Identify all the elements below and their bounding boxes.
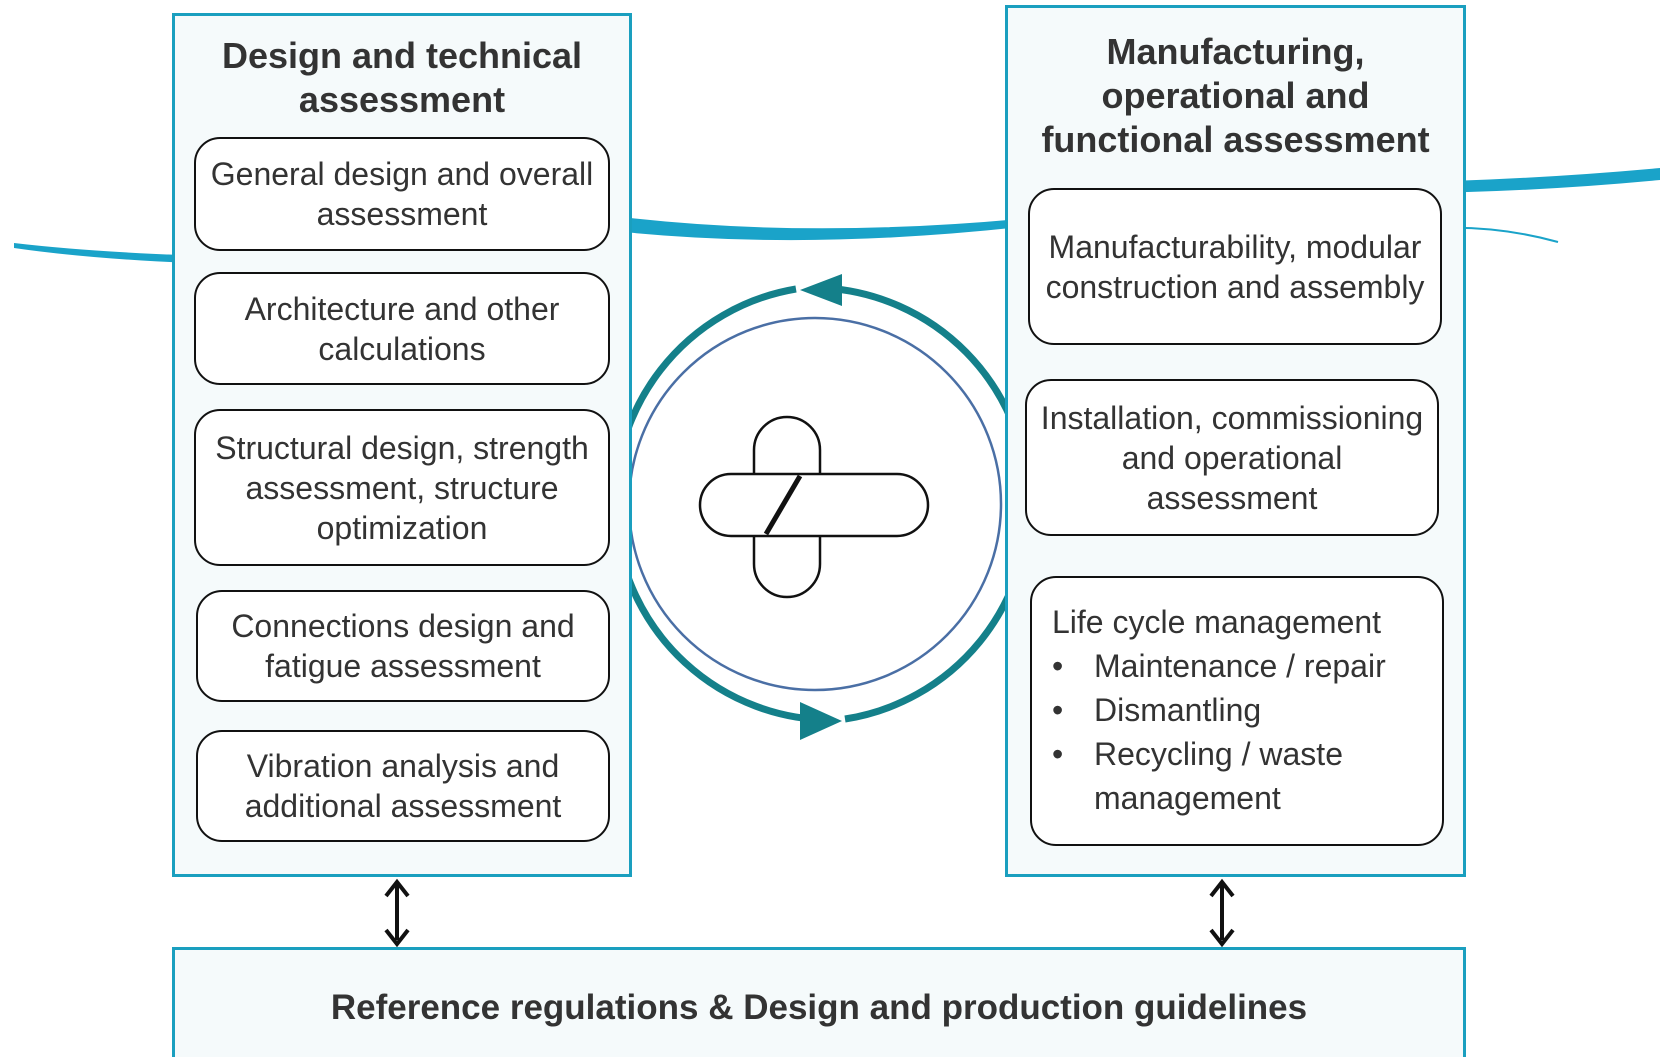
manufacturability-box: Manufacturability, modular construction … [1028,188,1442,345]
lifecycle-list: •Maintenance / repair •Dismantling •Recy… [1052,644,1422,820]
list-item: •Maintenance / repair [1052,644,1422,688]
connections-design-box: Connections design and fatigue assessmen… [196,590,610,702]
reference-regulations-banner: Reference regulations & Design and produ… [172,947,1466,1057]
logo-slash [763,474,803,536]
banner-text: Reference regulations & Design and produ… [330,988,1308,1027]
structural-design-box: Structural design, strength assessment, … [194,409,610,566]
lifecycle-box: Life cycle management •Maintenance / rep… [1030,576,1444,846]
vibration-analysis-box: Vibration analysis and additional assess… [196,730,610,842]
general-design-box: General design and overall assessment [194,137,610,251]
arrow-head-top [800,274,842,306]
bullet-icon: • [1052,692,1064,728]
lifecycle-title: Life cycle management [1052,604,1382,640]
bullet-icon: • [1052,736,1064,772]
swoosh-middle-icon [605,215,1030,241]
arrow-head-bottom [800,702,842,740]
architecture-box: Architecture and other calculations [194,272,610,385]
double-arrow-right-icon [1209,878,1235,948]
panel-title: Manufacturing, operational and functiona… [1041,31,1430,160]
installation-box: Installation, commissioning and operatio… [1025,379,1439,536]
bullet-icon: • [1052,648,1064,684]
list-item: •Dismantling [1052,688,1422,732]
list-item: •Recycling / waste management [1052,732,1422,820]
double-arrow-left-icon [384,878,410,948]
panel-title: Design and technical assessment [221,35,583,120]
